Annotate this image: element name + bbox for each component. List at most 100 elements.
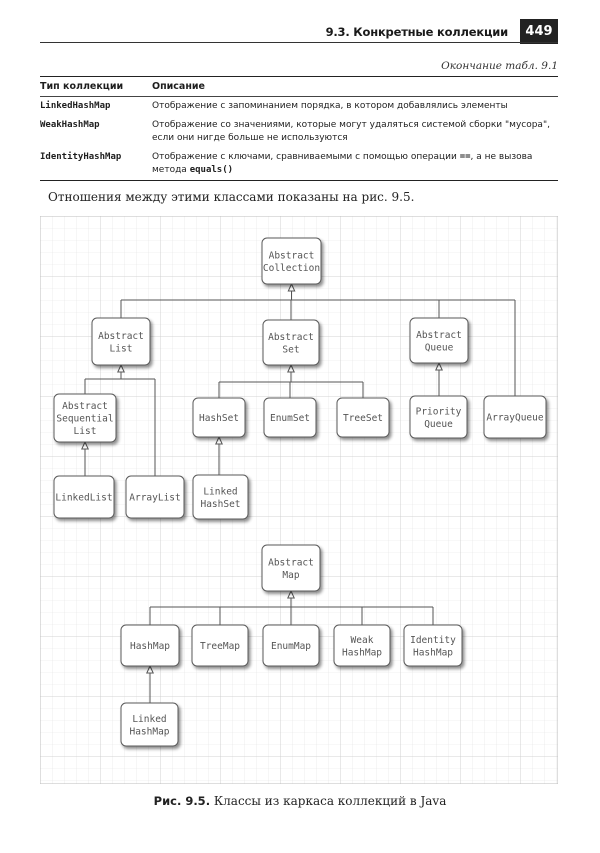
description-text: Отображение с ключами, сравниваемыми с п… xyxy=(152,152,460,162)
class-box-label: Weak xyxy=(351,635,374,646)
class-box-frame xyxy=(53,393,117,443)
grid-background xyxy=(39,215,559,785)
running-header-title: 9.3. Конкретные коллекции xyxy=(325,25,509,39)
inheritance-arrowhead xyxy=(287,282,296,292)
class-box-weak-hash-map: WeakHashMap xyxy=(333,624,391,667)
class-box-label: HashMap xyxy=(129,726,169,737)
class-box-enum-set: EnumSet xyxy=(263,397,317,438)
class-box-label: Sequential xyxy=(56,414,113,425)
class-box-label: TreeMap xyxy=(200,641,240,652)
class-box-frame xyxy=(91,317,151,366)
class-box-frame xyxy=(191,624,249,667)
class-box-label: Priority xyxy=(416,406,462,417)
class-box-frame xyxy=(263,397,317,438)
class-box-label: Set xyxy=(282,344,299,355)
description-text: метода xyxy=(152,165,190,175)
class-box-tree-set: TreeSet xyxy=(336,397,390,438)
class-box-label: ArrayList xyxy=(129,493,180,504)
class-box-frame xyxy=(53,475,115,519)
table-header-row: Тип коллекции Описание xyxy=(40,76,558,97)
description-text: , а не вызова xyxy=(470,152,533,162)
collection-description: Отображение с запоминанием порядка, в ко… xyxy=(152,97,558,117)
intro-paragraph: Отношения между этими классами показаны … xyxy=(48,190,415,204)
collection-name: WeakHashMap xyxy=(40,120,100,130)
collections-table: Тип коллекции Описание LinkedHashMap Ото… xyxy=(40,76,558,181)
class-box-hash-set: HashSet xyxy=(192,397,246,438)
collection-name: IdentityHashMap xyxy=(40,148,152,181)
inheritance-connectors xyxy=(81,282,516,703)
class-box-frame xyxy=(125,475,185,519)
class-box-label: HashSet xyxy=(200,499,240,510)
figure-caption: Рис. 9.5. Классы из каркаса коллекций в … xyxy=(0,794,600,808)
class-box-label: Linked xyxy=(132,714,166,725)
class-box-label: Abstract xyxy=(269,250,315,261)
inheritance-arrowhead xyxy=(117,363,125,373)
class-box-label: HashMap xyxy=(413,647,453,658)
class-box-array-queue: ArrayQueue xyxy=(483,395,547,439)
class-box-hash-map: HashMap xyxy=(120,624,180,667)
class-boxes: AbstractCollectionAbstractListAbstractSe… xyxy=(53,237,547,747)
inline-code: == xyxy=(459,152,471,162)
class-box-label: EnumMap xyxy=(271,641,311,652)
class-box-label: HashSet xyxy=(199,413,239,424)
description-line: Отображение со значениями, которые могут… xyxy=(152,120,550,130)
page-number: 449 xyxy=(520,19,558,44)
class-box-frame xyxy=(192,397,246,438)
class-box-frame xyxy=(261,237,322,285)
class-box-frame xyxy=(483,395,547,439)
collection-description: Отображение со значениями, которые могут… xyxy=(152,116,558,148)
inheritance-arrowhead xyxy=(146,664,154,674)
table-row: WeakHashMap Отображение со значениями, к… xyxy=(40,116,558,148)
column-header-description: Описание xyxy=(152,76,558,97)
header-rule xyxy=(40,42,558,43)
class-box-enum-map: EnumMap xyxy=(262,624,320,667)
class-box-linked-hash-map: LinkedHashMap xyxy=(120,702,179,747)
class-box-tree-map: TreeMap xyxy=(191,624,249,667)
inheritance-arrowhead xyxy=(215,435,223,445)
class-box-array-list: ArrayList xyxy=(125,475,185,519)
class-box-label: Queue xyxy=(425,342,454,353)
class-box-label: Abstract xyxy=(98,331,144,342)
inheritance-arrowhead xyxy=(81,440,89,450)
column-header-type: Тип коллекции xyxy=(40,76,152,97)
class-box-label: List xyxy=(74,426,97,437)
class-box-label: Collection xyxy=(263,263,320,274)
class-box-label: Linked xyxy=(203,486,237,497)
class-box-frame xyxy=(409,317,469,364)
collections-diagram: AbstractCollectionAbstractListAbstractSe… xyxy=(39,215,559,785)
table-row: IdentityHashMap Отображение с ключами, с… xyxy=(40,148,558,181)
class-box-label: TreeSet xyxy=(343,413,383,424)
class-box-identity-hash-map: IdentityHashMap xyxy=(403,624,463,667)
collection-description: Отображение с ключами, сравниваемыми с п… xyxy=(152,148,558,181)
class-box-label: Abstract xyxy=(268,332,314,343)
class-box-frame xyxy=(336,397,390,438)
class-box-label: HashMap xyxy=(342,647,382,658)
caption-text: Классы из каркаса коллекций в Java xyxy=(210,794,447,808)
class-box-label: Abstract xyxy=(416,330,462,341)
class-box-frame xyxy=(261,544,321,592)
class-box-label: Identity xyxy=(410,635,456,646)
table-continuation-note: Окончание табл. 9.1 xyxy=(441,60,558,72)
description-line: если они нигде больше не используются xyxy=(152,133,348,143)
class-box-label: EnumSet xyxy=(270,413,310,424)
class-box-frame xyxy=(403,624,463,667)
inheritance-arrowhead xyxy=(435,361,443,371)
class-box-linked-list: LinkedList xyxy=(53,475,115,519)
class-box-label: List xyxy=(110,343,133,354)
table-row: LinkedHashMap Отображение с запоминанием… xyxy=(40,97,558,117)
class-box-frame xyxy=(120,702,179,747)
class-box-frame xyxy=(333,624,391,667)
class-box-label: LinkedList xyxy=(55,493,112,504)
class-box-label: Map xyxy=(282,570,299,581)
class-box-frame xyxy=(262,319,320,366)
class-box-frame xyxy=(262,624,320,667)
